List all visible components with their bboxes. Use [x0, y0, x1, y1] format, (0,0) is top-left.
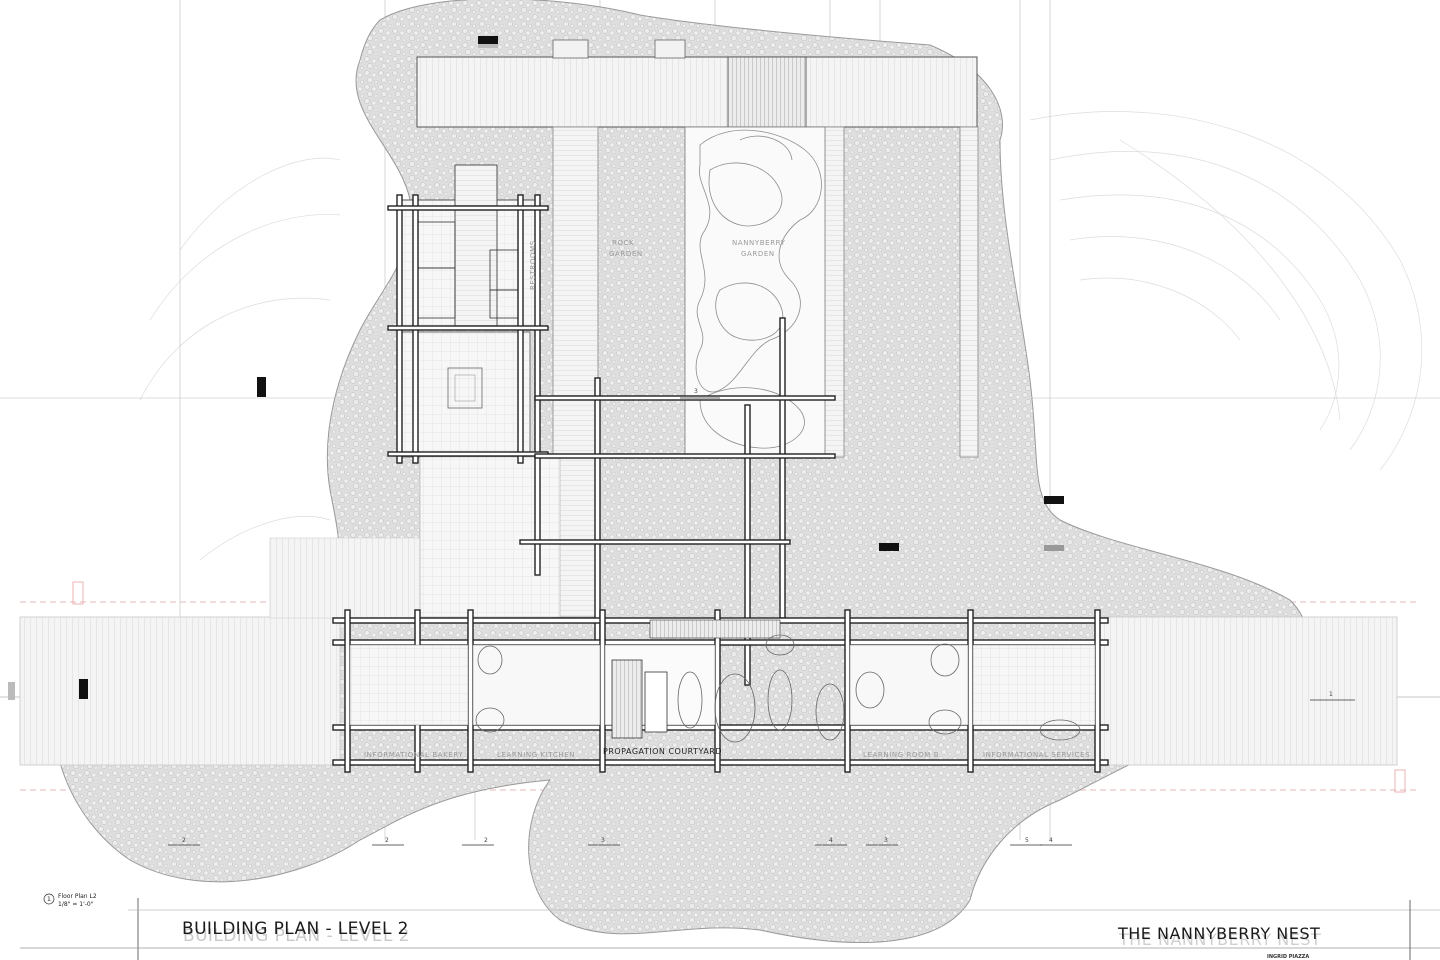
label-rock-garden-2: GARDEN: [609, 250, 643, 258]
section-marker-east: [1044, 496, 1064, 504]
stair-stub-2: [654, 39, 686, 59]
kitchen-room: [472, 644, 601, 726]
central-walkway: [552, 126, 599, 618]
grid-bubble-5: 4: [829, 837, 833, 844]
plan-callout-name: Floor Plan L2: [58, 893, 97, 900]
restroom-corridor: [454, 164, 498, 331]
grid-bubble-10: 3: [694, 388, 698, 395]
grid-bubble-9: 1: [1329, 691, 1333, 698]
bakery-room: [349, 644, 469, 726]
title-block-lines: [20, 898, 1440, 960]
nannyberry-garden-plot: [684, 126, 826, 458]
stair-rail: [649, 619, 781, 639]
plan-callout: 1 Floor Plan L2 1/8" = 1'-0": [43, 893, 97, 908]
label-learning-room: LEARNING ROOM B: [863, 751, 939, 759]
project-name-ghost: THE NANNYBERRY NEST: [1118, 930, 1321, 949]
shrub-outlines: [695, 129, 822, 449]
courtyard-shrubs: [475, 634, 1081, 743]
stair-stub-1: [552, 39, 589, 59]
section-marker-sw: [79, 679, 88, 699]
topographic-contours: [139, 111, 1423, 561]
room-labels: INFORMATIONAL BAKERY LEARNING KITCHEN PR…: [364, 239, 1090, 759]
courtyard-planter: [611, 659, 643, 739]
entry-ramp: [269, 537, 421, 619]
grid-bubble-8: 4: [1049, 837, 1053, 844]
label-restrooms: RESTROOMS: [529, 240, 537, 290]
label-nannyberry-garden-2: GARDEN: [741, 250, 775, 258]
label-learning-kitchen: LEARNING KITCHEN: [497, 751, 575, 759]
label-propagation-courtyard: PROPAGATION COURTYARD: [603, 747, 722, 756]
grid-bubble-2: 2: [385, 837, 389, 844]
plan-callout-number: 1: [47, 896, 51, 903]
grid-bubble-6: 3: [884, 837, 888, 844]
grid-bubble-7: 5: [1025, 837, 1029, 844]
label-rock-garden-1: ROCK: [612, 239, 634, 247]
sheet-title-ghost: BUILDING PLAN - LEVEL 2: [183, 926, 410, 946]
label-informational-bakery: INFORMATIONAL BAKERY: [364, 751, 463, 759]
grid-bubble-1: 2: [182, 837, 186, 844]
lounge-area: [399, 331, 531, 458]
gravel-site-area: [53, 0, 1309, 943]
label-nannyberry-garden-1: NANNYBERRY: [732, 239, 786, 247]
north-deck: [416, 56, 978, 128]
project-name: THE NANNYBERRY NEST: [1117, 924, 1320, 943]
north-deck-dark-boards: [727, 56, 807, 128]
sheet-title: BUILDING PLAN - LEVEL 2: [182, 919, 409, 939]
east-walkway: [959, 126, 979, 458]
east-boardwalk: [1099, 616, 1398, 766]
north-marker: [478, 36, 498, 44]
grid-bubble-4: 3: [601, 837, 605, 844]
author-name: INGRID PIAZZA: [1267, 954, 1309, 960]
services-room: [972, 644, 1096, 726]
learning-room-fill: [849, 644, 969, 726]
grid-bubbles: [168, 397, 1355, 846]
label-informational-services: INFORMATIONAL SERVICES: [983, 751, 1090, 759]
courtyard-planter-2: [644, 671, 668, 733]
garden-walkway: [823, 126, 845, 458]
plan-callout-scale: 1/8" = 1'-0": [58, 901, 94, 908]
section-marker-west: [257, 377, 266, 397]
grid-bubble-3: 2: [484, 837, 488, 844]
west-boardwalk: [19, 616, 341, 766]
section-marker-mid: [879, 543, 899, 551]
